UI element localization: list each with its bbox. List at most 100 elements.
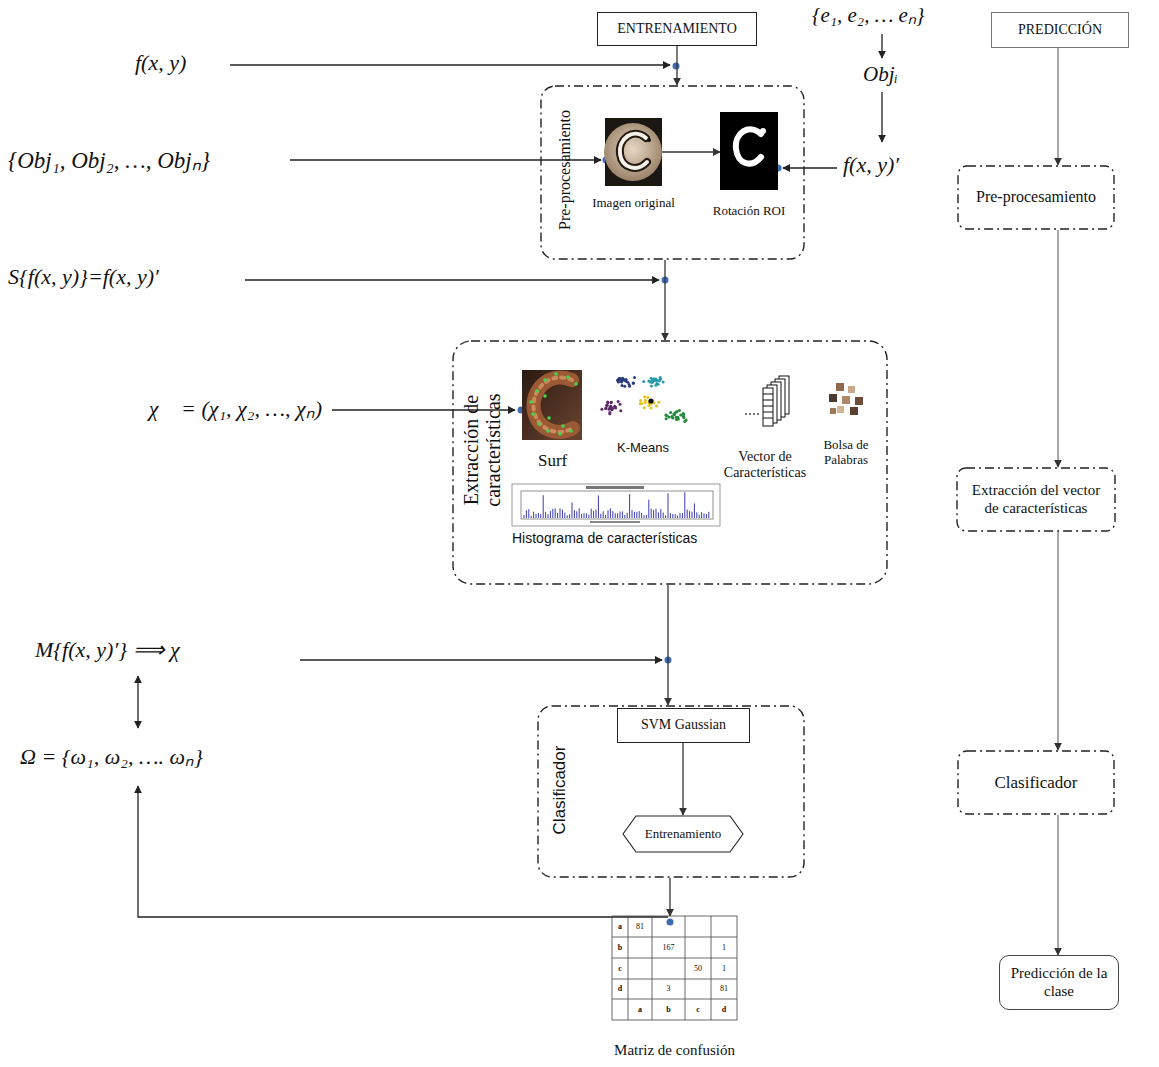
cluster-point [672,412,675,415]
cluster-point [623,385,626,388]
junction-dot [673,63,680,70]
histogram-bar [608,510,609,518]
cluster-point [683,420,686,423]
node-text: Clasificador [994,773,1077,793]
roi-background [720,112,778,190]
feature-vector-stack [763,376,789,426]
math-label: Ω = {ω₁, ω₂, …. ωₙ} [20,744,203,769]
cluster-point [676,410,679,413]
cluster-point [614,406,617,409]
cluster-point [653,379,656,382]
stage-group: Clasificador SVM GaussianEntrenamiento [537,705,805,878]
histogram-bar [653,510,654,518]
histogram-bar [646,515,647,518]
node-text: Extracción de características [460,370,504,530]
cluster-point [679,414,682,417]
cluster-point [643,406,646,409]
hexagon-border [623,816,743,852]
histogram-bar [555,508,556,518]
caption-label: Surf [538,451,567,471]
histogram-bar [610,508,611,518]
histogram-frame [512,484,720,526]
cluster-point [655,405,658,408]
histogram-bar [615,513,616,518]
cluster-point [619,378,622,381]
histogram-bar [708,512,709,518]
cluster-point [611,408,614,411]
cluster-point [650,406,653,409]
histogram-bar [704,514,705,519]
node-text: Clasificador [551,746,570,835]
process-hexagon: Entrenamiento [622,815,744,853]
table-cell: 50 [685,958,711,979]
cluster-point [657,401,660,404]
cluster-point [617,400,620,403]
histogram-bar [675,514,676,518]
histogram-bar [586,513,587,518]
stage-group: Extracción de características [452,340,888,585]
cluster-point [682,412,685,415]
histogram-bar [660,509,661,518]
flow-arrow [1057,230,1058,467]
table-cell: c [612,958,628,979]
histogram-bar [605,515,606,518]
table-cell: a [612,916,628,937]
leader-arrow [290,159,601,160]
histogram-bar [576,511,577,518]
histogram-bar [569,514,570,518]
caption-label: Histograma de características [512,530,697,546]
histogram-bar [622,512,623,519]
node-text: Predicción de la clase [1006,965,1112,1000]
table-cell: 1 [711,958,737,979]
feedback-arrow [138,786,668,917]
cluster-point [610,401,613,404]
flow-arrow [662,151,720,152]
flow-arrow [669,878,670,916]
histogram-bar [591,509,592,518]
surf-background [522,370,582,440]
junction-dot [667,919,674,926]
histogram-bar [684,492,685,518]
math-label: {e₁, e₂, … eₙ} [812,3,924,27]
histogram-bar [680,513,681,518]
histogram-bar [600,514,601,518]
classifier-box: SVM Gaussian [617,708,750,743]
histogram-bar [540,514,541,518]
node-text: Extracción del vector de características [963,482,1109,517]
cluster-point [654,384,657,387]
flow-arrow [667,585,668,705]
histogram-bar [629,494,630,518]
cluster-point [673,413,676,416]
dashdot-border [958,166,1114,229]
histogram-bar [584,513,585,518]
image-thumb: Rotación ROI [720,112,778,190]
histogram-bar [562,510,563,518]
specimen-shape [620,134,647,168]
math-label: χ⃗ = (χ₁, χ₂, …, χₙ) [149,396,322,421]
ellipsis-dots [745,413,759,415]
histogram-axis-mark [590,521,640,523]
leader-arrow [881,92,882,142]
histogram-bar [557,513,558,518]
dashdot-border [538,706,804,877]
histogram-bar [639,511,640,518]
dashdot-border [541,86,804,259]
cluster-point [621,384,624,387]
cluster-point [643,395,646,398]
histogram-bar [612,511,613,518]
surf-keypoints [529,372,578,436]
cluster-point [605,404,608,407]
cluster-point [658,379,661,382]
histogram-title-mark [586,486,644,489]
double-arrow [137,676,138,728]
matrix-grid [612,916,737,1020]
histogram-bar [636,512,637,518]
histogram-bar [620,512,621,519]
histogram-bar [648,500,649,519]
cluster-point [625,378,628,381]
dashdot-outline [452,340,888,585]
histogram-bar [665,515,666,518]
leader-arrow [783,167,837,168]
histogram-bar [564,513,565,518]
node-text: Pre-procesamiento [976,188,1096,206]
